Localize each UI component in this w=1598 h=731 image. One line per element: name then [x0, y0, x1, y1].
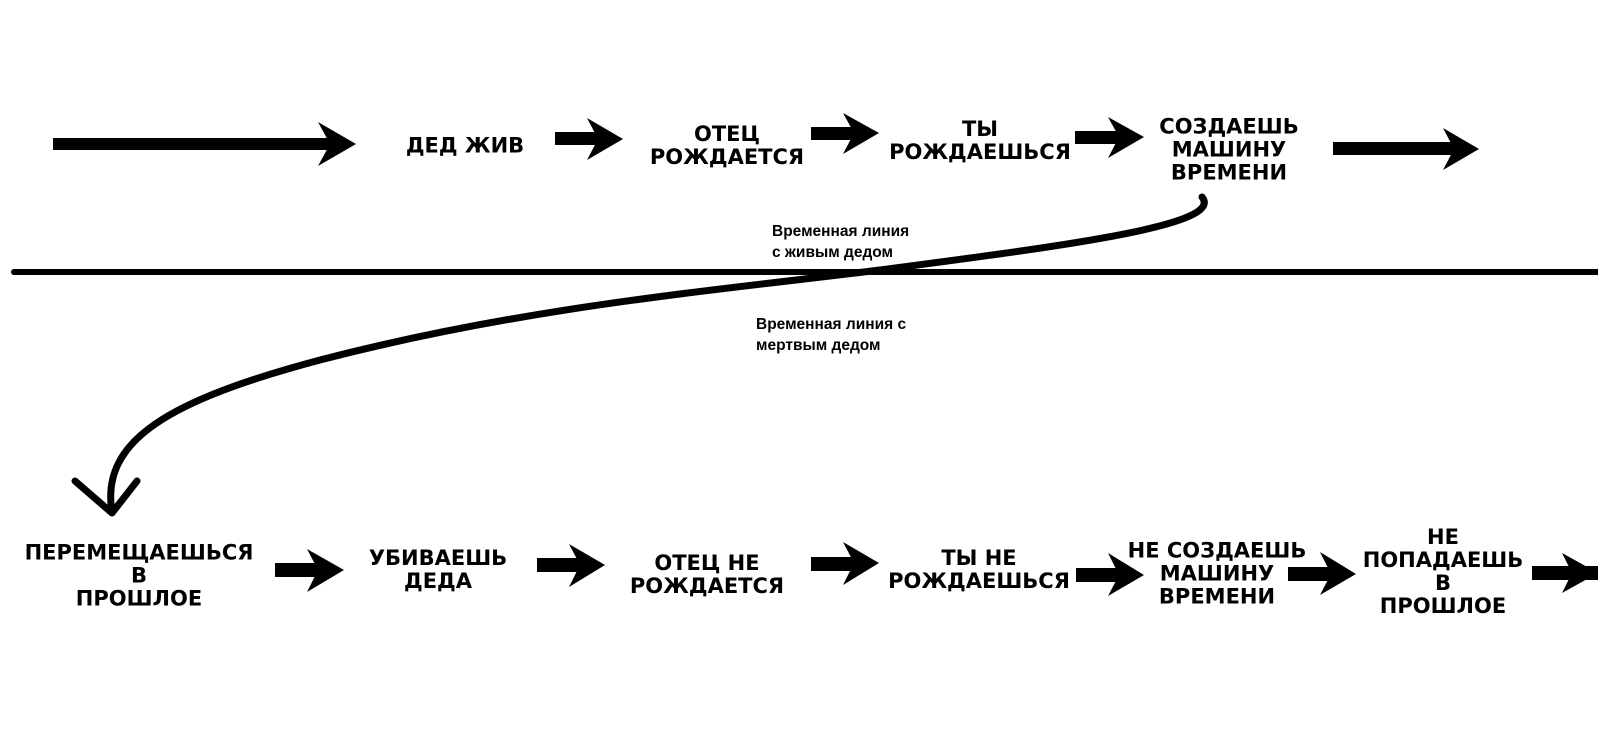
time-travel-arrowhead: [71, 477, 141, 517]
node-grandfather-alive: ДЕД ЖИВ: [405, 133, 525, 158]
node-you-born: ТЫ РОЖДАЕШЬСЯ: [889, 117, 1071, 164]
node-you-not-born: ТЫ НЕ РОЖДАЕШЬСЯ: [888, 546, 1070, 593]
node-no-time-machine: НЕ СОЗДАЕШЬ МАШИНУ ВРЕМЕНИ: [1127, 538, 1307, 609]
node-travel-to-past: ПЕРЕМЕЩАЕШЬСЯ В ПРОШЛОЕ: [24, 540, 254, 611]
node-kill-grandfather: УБИВАЕШЬ ДЕДА: [368, 546, 508, 593]
top-arrow-2: [811, 113, 879, 154]
node-no-travel-to-past: НЕ ПОПАДАЕШЬ В ПРОШЛОЕ: [1362, 525, 1524, 618]
top-arrow-start: [53, 122, 356, 166]
top-arrow-1: [555, 118, 623, 160]
node-father-not-born: ОТЕЦ НЕ РОЖДАЕТСЯ: [629, 551, 785, 598]
bottom-arrow-end: [1532, 553, 1598, 593]
label-timeline-dead: Временная линия с мертвым дедом: [756, 316, 907, 354]
top-arrow-3: [1075, 117, 1144, 158]
time-travel-curve: [107, 193, 1208, 516]
label-timeline-alive: Временная линия с живым дедом: [772, 223, 910, 261]
bottom-arrow-3: [811, 542, 879, 585]
node-build-time-machine: СОЗДАЕШЬ МАШИНУ ВРЕМЕНИ: [1159, 114, 1299, 185]
node-father-born: ОТЕЦ РОЖДАЕТСЯ: [649, 122, 805, 169]
bottom-arrow-2: [537, 544, 605, 587]
bottom-arrow-1: [275, 549, 344, 592]
bottom-arrow-5: [1288, 552, 1356, 595]
top-arrow-end: [1333, 128, 1479, 170]
bottom-arrow-4: [1076, 553, 1144, 596]
